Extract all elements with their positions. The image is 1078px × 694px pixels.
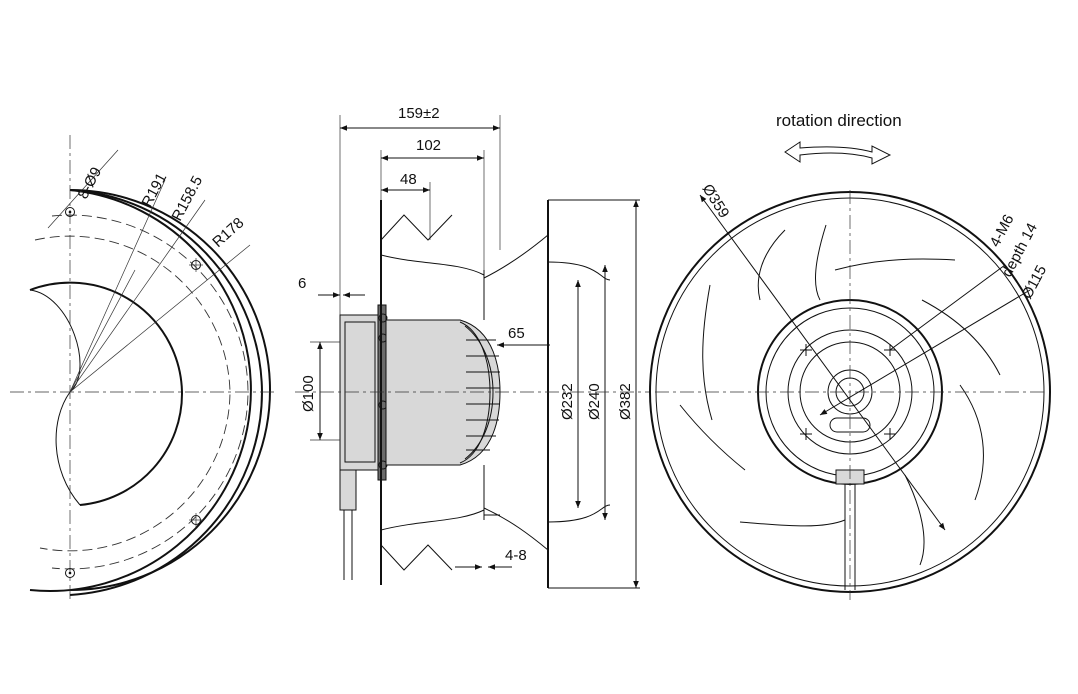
m6-hole [800, 428, 812, 440]
rotation-direction-label: rotation direction [776, 111, 902, 130]
len102-label: 102 [416, 137, 441, 154]
d115-label: Ø115 [1019, 262, 1051, 301]
inlet-flange-view: 8-Ø9 R191 R158.5 R178 [10, 135, 275, 600]
d232-label: Ø232 [559, 383, 576, 420]
r191-label: R191 [139, 170, 171, 210]
rotation-arrow-icon [784, 141, 892, 165]
d382-label: Ø382 [617, 383, 634, 420]
gap-label: 4-8 [505, 547, 527, 564]
bolt-hole [65, 207, 75, 217]
bolt-hole [65, 568, 75, 578]
d100-label: Ø100 [300, 375, 317, 412]
len159-label: 159±2 [398, 105, 440, 122]
side-view: 159±2 102 48 6 65 [295, 105, 650, 589]
r178-label: R178 [209, 214, 247, 251]
r158-label: R158.5 [169, 173, 207, 224]
bolt-hole [189, 513, 203, 527]
len48-label: 48 [400, 171, 417, 188]
m6-hole [884, 428, 896, 440]
len6-label: 6 [298, 275, 306, 292]
d240-label: Ø240 [586, 383, 603, 420]
impeller-blades [679, 224, 1001, 566]
d359-label: Ø359 [699, 181, 733, 221]
bolt-hole [189, 258, 203, 272]
front-view: rotation direction [649, 111, 1051, 600]
len65-label: 65 [508, 325, 525, 342]
